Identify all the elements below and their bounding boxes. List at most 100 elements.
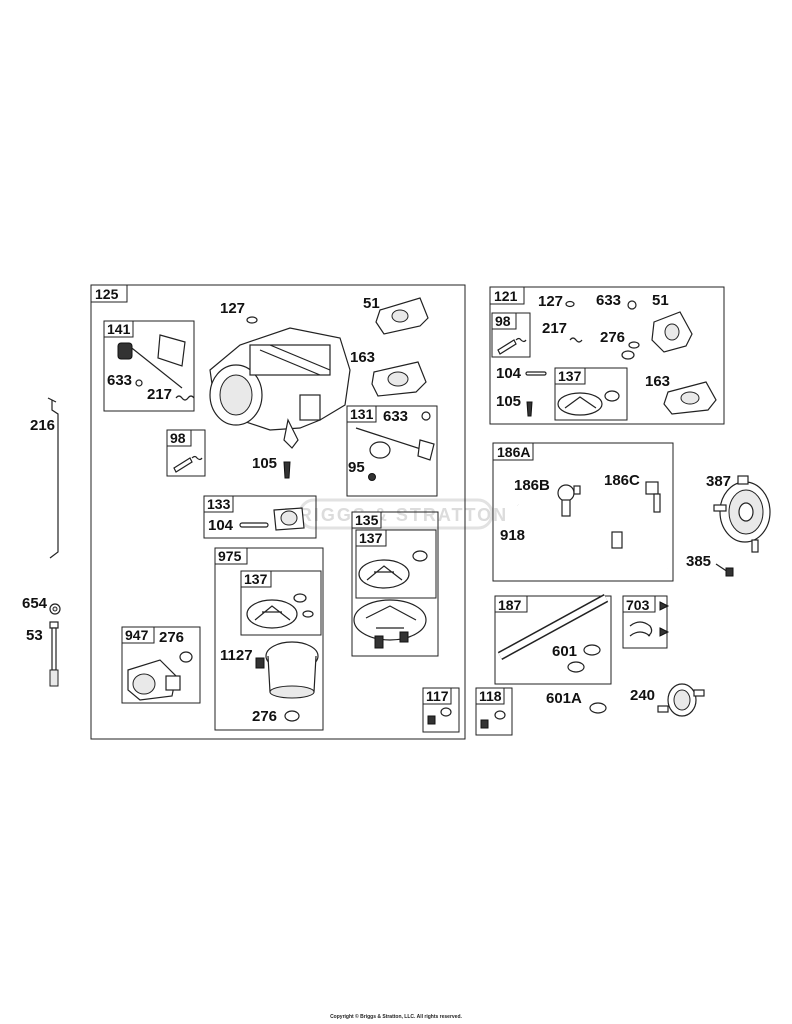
part-104b-pin: [525, 371, 547, 376]
label-127b: 127: [538, 293, 563, 310]
group-135-box: [351, 511, 439, 657]
group-125-tag: 125: [95, 286, 119, 302]
part-975-float-bowl: [265, 641, 319, 699]
label-385: 385: [686, 553, 711, 570]
label-104a: 104: [208, 517, 234, 534]
group-186a-box: [492, 442, 674, 582]
copyright-notice: Copyright © Briggs & Stratton, LLC. All …: [330, 1014, 462, 1020]
part-137-gasket-kit-b: [358, 550, 428, 589]
label-217a: 217: [147, 386, 172, 403]
label-654: 654: [22, 595, 48, 612]
part-385-screw: [715, 563, 734, 577]
part-1127-screw: [255, 657, 265, 669]
part-51b-gasket: [651, 311, 693, 353]
watermark: BRIGGS & STRATTON: [284, 498, 508, 530]
group-133-tag: 133: [207, 496, 231, 512]
group-121-box: [489, 286, 725, 425]
part-703-clamp: [629, 601, 670, 637]
choke-shaft-assembly: [117, 334, 186, 389]
label-95: 95: [348, 459, 365, 476]
group-141-box: [103, 320, 195, 412]
part-217-spring: [175, 395, 195, 401]
part-217b-spring: [569, 337, 583, 343]
group-947-tag: 947: [125, 627, 149, 643]
part-186a-filter: [611, 531, 623, 549]
part-127b-plug: [565, 300, 575, 308]
group-137a-box: [240, 570, 322, 636]
part-133-float: [273, 507, 305, 531]
part-654-nut: [49, 603, 61, 615]
part-276c-washer: [628, 341, 640, 349]
part-131-throttle-shaft: [355, 427, 435, 461]
watermark-text: BRIGGS & STRATTON: [284, 505, 508, 525]
group-118-tag: 118: [479, 688, 502, 704]
label-186b: 186B: [514, 477, 550, 494]
label-601a: 601A: [546, 690, 582, 707]
label-163a: 163: [350, 349, 375, 366]
part-104-pin: [239, 522, 269, 528]
group-187-box: [494, 595, 612, 685]
part-633-seal-b: [421, 411, 431, 421]
label-918: 918: [500, 527, 525, 544]
label-276b: 276: [252, 708, 277, 725]
group-98b-tag: 98: [495, 313, 511, 329]
group-117-tag: 117: [426, 688, 449, 704]
part-216-governor-link: [47, 397, 59, 559]
part-601a-clamp: [589, 702, 607, 714]
part-387-fuel-pump: [713, 475, 771, 553]
part-633c-seal: [627, 300, 637, 310]
part-118-jet-kit: [480, 710, 506, 729]
part-163-gasket: [371, 361, 427, 397]
part-137c-gasket-kit: [557, 390, 620, 416]
part-127-plug: [246, 316, 258, 324]
group-141-tag: 141: [107, 321, 131, 337]
label-240: 240: [630, 687, 655, 704]
group-975-box: [214, 547, 324, 731]
part-240-fuel-filter: [657, 683, 705, 717]
label-53: 53: [26, 627, 43, 644]
part-633-seal: [135, 379, 143, 387]
group-947-box: [121, 626, 201, 704]
group-137a-tag: 137: [244, 571, 268, 587]
part-98-screw-spring: [173, 455, 203, 473]
label-186c: 186C: [604, 472, 640, 489]
part-98b-screw-spring: [497, 337, 527, 355]
group-131-box: [346, 405, 438, 497]
part-163b-gasket: [663, 381, 717, 415]
group-125-box: [90, 284, 466, 740]
part-137-gasket-kit-a: [246, 593, 314, 629]
part-51-gasket: [375, 297, 429, 335]
label-217b: 217: [542, 320, 567, 337]
part-276c-washer-2: [621, 350, 635, 360]
group-133-box: [203, 495, 317, 539]
label-51b: 51: [652, 292, 669, 309]
label-105b: 105: [496, 393, 521, 410]
label-105a: 105: [252, 455, 277, 472]
part-601-clamp: [567, 644, 601, 673]
part-186b-fitting: [557, 484, 581, 517]
group-131-tag: 131: [350, 406, 374, 422]
group-98a-tag: 98: [170, 430, 186, 446]
label-104b: 104: [496, 365, 522, 382]
label-633a: 633: [107, 372, 132, 389]
label-216: 216: [30, 417, 55, 434]
part-117-jet-kit: [427, 707, 452, 725]
group-137b-box: [355, 529, 437, 599]
part-95-screw: [368, 473, 376, 481]
label-276a: 276: [159, 629, 184, 646]
part-105b-jet: [526, 401, 533, 417]
group-135-tag: 135: [355, 512, 379, 528]
group-187-tag: 187: [498, 597, 522, 613]
label-633c: 633: [596, 292, 621, 309]
group-137c-tag: 137: [558, 368, 582, 384]
group-703-tag: 703: [626, 597, 650, 613]
part-187-fuel-hose: [497, 594, 609, 660]
label-163b: 163: [645, 373, 670, 390]
label-276c: 276: [600, 329, 625, 346]
part-918-fuel-line: [515, 501, 669, 572]
label-1127: 1127: [220, 647, 253, 664]
part-53-stud: [49, 621, 59, 687]
group-137b-tag: 137: [359, 530, 383, 546]
part-135-carburetor-base: [353, 599, 427, 649]
